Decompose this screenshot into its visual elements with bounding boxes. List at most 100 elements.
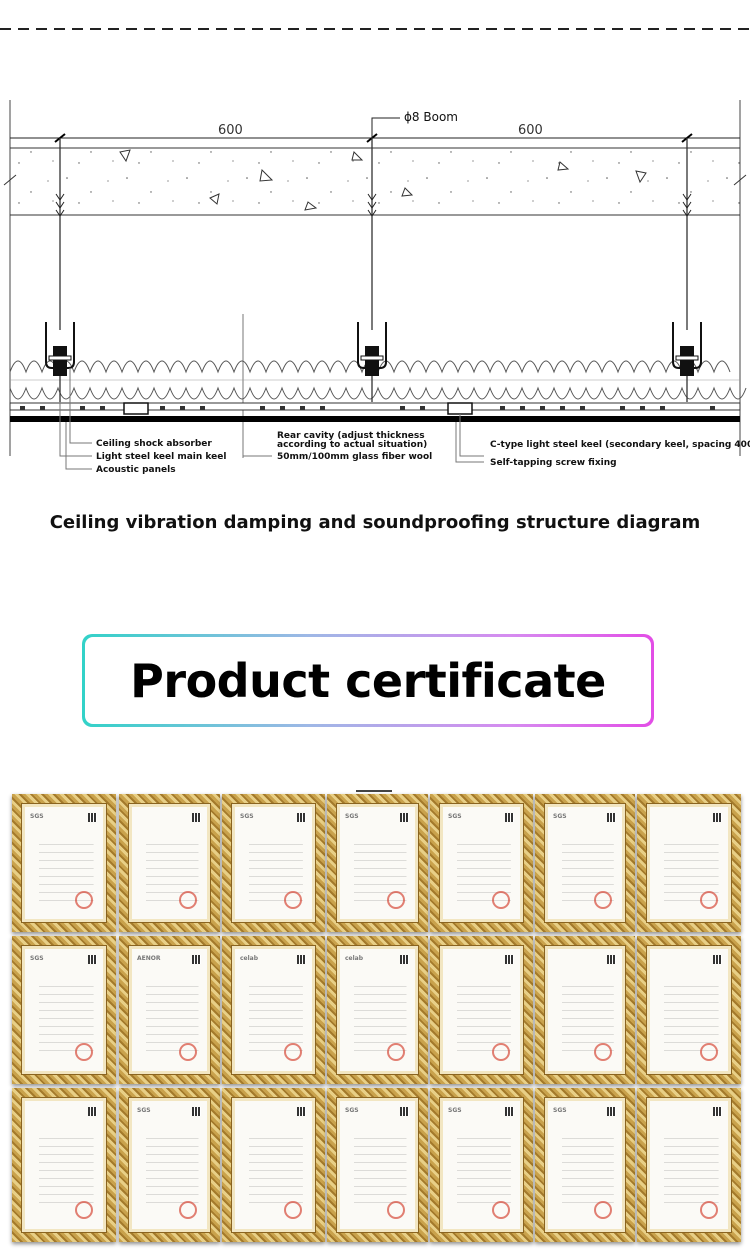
certificate-frame: SGS xyxy=(535,794,635,932)
official-seal-icon xyxy=(387,1043,405,1061)
certificate-frame: SGS xyxy=(119,1088,220,1242)
qr-code-icon xyxy=(192,955,201,964)
certificate-document: SGS xyxy=(340,1101,415,1229)
qr-code-icon xyxy=(192,1107,201,1116)
qr-code-icon xyxy=(400,813,409,822)
label-screw: Self-tapping screw fixing xyxy=(490,458,617,468)
qr-code-icon xyxy=(88,1107,97,1116)
certificate-document: SGS xyxy=(340,807,415,919)
official-seal-icon xyxy=(387,891,405,909)
certificate-matte: AENOR xyxy=(128,945,211,1075)
certificate-matte xyxy=(646,945,732,1075)
official-seal-icon xyxy=(179,1201,197,1219)
certificate-matte: celab xyxy=(336,945,419,1075)
certificate-matte xyxy=(128,803,211,923)
certificate-document: SGS xyxy=(25,807,103,919)
certificate-frame: SGS xyxy=(12,936,116,1084)
official-seal-icon xyxy=(75,1043,93,1061)
certificate-matte: SGS xyxy=(336,1097,419,1233)
certificate-matte xyxy=(21,1097,107,1233)
certificate-frame: SGS xyxy=(327,1088,428,1242)
label-rear-cavity-1: Rear cavity (adjust thickness xyxy=(277,431,425,441)
certificate-logo: SGS xyxy=(137,1107,151,1114)
certificate-logo: AENOR xyxy=(137,955,161,962)
dimension-left: 600 xyxy=(218,123,243,138)
certificate-frame: celab xyxy=(222,936,325,1084)
certificate-matte xyxy=(231,1097,316,1233)
official-seal-icon xyxy=(594,891,612,909)
certificate-frame xyxy=(12,1088,116,1242)
certificate-matte: SGS xyxy=(128,1097,211,1233)
certificate-document: celab xyxy=(340,949,415,1071)
certificate-logo: SGS xyxy=(448,813,462,820)
certificate-document xyxy=(650,1101,728,1229)
certificate-logo: SGS xyxy=(345,813,359,820)
qr-code-icon xyxy=(607,813,616,822)
certificate-frame xyxy=(535,936,635,1084)
qr-code-icon xyxy=(297,813,306,822)
certificate-document xyxy=(25,1101,103,1229)
boom-label: ϕ8 Boom xyxy=(404,110,458,124)
official-seal-icon xyxy=(179,891,197,909)
certificate-document: SGS xyxy=(548,807,622,919)
certificate-logo: celab xyxy=(345,955,364,962)
certificate-title: Product certificate xyxy=(130,653,606,708)
certificate-logo: SGS xyxy=(30,813,44,820)
dimension-right: 600 xyxy=(518,123,543,138)
qr-code-icon xyxy=(88,955,97,964)
certificate-frame: SGS xyxy=(535,1088,635,1242)
certificate-frame: SGS xyxy=(222,794,325,932)
certificate-document: SGS xyxy=(443,1101,520,1229)
official-seal-icon xyxy=(594,1201,612,1219)
qr-code-icon xyxy=(713,813,722,822)
official-seal-icon xyxy=(284,891,302,909)
top-dashed-divider xyxy=(0,28,750,30)
certificate-matte: SGS xyxy=(544,1097,626,1233)
diagram-caption: Ceiling vibration damping and soundproof… xyxy=(49,512,701,533)
certificate-matte: SGS xyxy=(231,803,316,923)
certificate-matte: SGS xyxy=(21,945,107,1075)
certificate-frame: celab xyxy=(327,936,428,1084)
certificate-matte xyxy=(544,945,626,1075)
certificate-frame xyxy=(119,794,220,932)
qr-code-icon xyxy=(607,955,616,964)
certificate-frame xyxy=(637,936,741,1084)
official-seal-icon xyxy=(387,1201,405,1219)
official-seal-icon xyxy=(700,1201,718,1219)
certificate-document: SGS xyxy=(25,949,103,1071)
official-seal-icon xyxy=(284,1201,302,1219)
certificate-frame xyxy=(222,1088,325,1242)
qr-code-icon xyxy=(297,955,306,964)
certificate-logo: SGS xyxy=(553,813,567,820)
certificate-document xyxy=(132,807,207,919)
certificate-frame xyxy=(430,936,533,1084)
qr-code-icon xyxy=(192,813,201,822)
certificate-logo: celab xyxy=(240,955,259,962)
official-seal-icon xyxy=(179,1043,197,1061)
ceiling-structure-diagram: 600 600 ϕ8 Boom xyxy=(3,100,750,475)
certificate-document: celab xyxy=(235,949,312,1071)
certificate-document xyxy=(235,1101,312,1229)
certificate-matte: SGS xyxy=(21,803,107,923)
certificate-frame xyxy=(637,1088,741,1242)
qr-code-icon xyxy=(713,1107,722,1116)
qr-code-icon xyxy=(505,955,514,964)
certificate-document: AENOR xyxy=(132,949,207,1071)
qr-code-icon xyxy=(505,813,514,822)
label-shock-absorber: Ceiling shock absorber xyxy=(96,439,212,449)
certificate-matte: SGS xyxy=(544,803,626,923)
label-glass-wool: 50mm/100mm glass fiber wool xyxy=(277,452,432,462)
certificate-title-box: Product certificate xyxy=(82,634,654,727)
certificate-document: SGS xyxy=(548,1101,622,1229)
official-seal-icon xyxy=(284,1043,302,1061)
certificate-document xyxy=(548,949,622,1071)
certificate-document xyxy=(443,949,520,1071)
qr-code-icon xyxy=(297,1107,306,1116)
certificate-logo: SGS xyxy=(448,1107,462,1114)
label-c-keel: C-type light steel keel (secondary keel,… xyxy=(490,440,750,450)
certificate-document: SGS xyxy=(235,807,312,919)
certificate-matte: SGS xyxy=(439,803,524,923)
certificate-title-inner: Product certificate xyxy=(85,637,651,724)
